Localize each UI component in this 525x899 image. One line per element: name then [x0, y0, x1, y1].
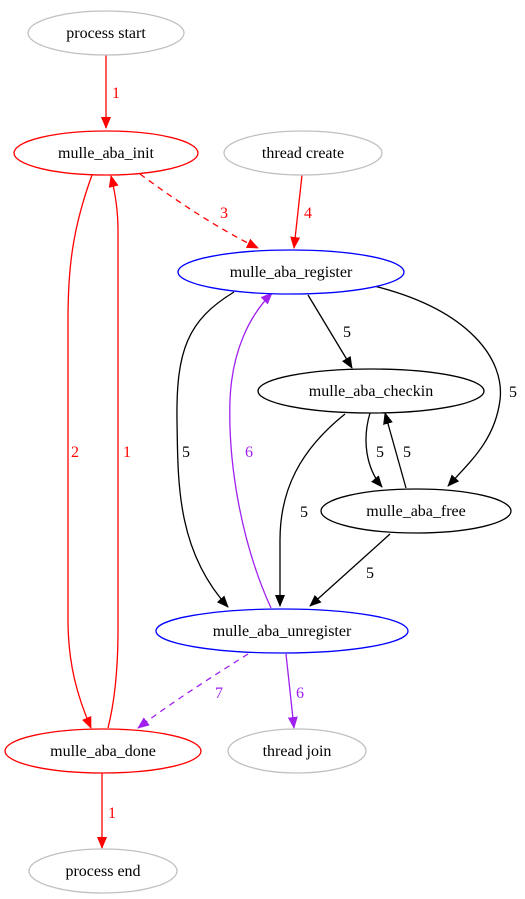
node-process-end: process end [28, 848, 178, 894]
edge-label-free-to-checkin: 5 [403, 444, 411, 461]
edge-register-to-free [373, 285, 502, 487]
edge-done-to-init [107, 175, 119, 729]
edge-label-register-to-checkin: 5 [343, 324, 351, 341]
edge-unregister-to-register [229, 292, 273, 609]
node-mulle-aba-checkin: mulle_aba_checkin [257, 368, 485, 414]
node-label-process-end: process end [65, 863, 140, 880]
edge-checkin-to-free [365, 412, 383, 488]
node-mulle-aba-free: mulle_aba_free [320, 488, 512, 534]
edge-register-to-checkin [307, 294, 353, 369]
node-mulle-aba-unregister: mulle_aba_unregister [155, 608, 409, 654]
edge-unregister-to-done [137, 653, 249, 729]
node-label-process-start: process start [66, 25, 146, 42]
edge-free-to-unregister [309, 533, 391, 607]
edge-label-free-to-unregister: 5 [366, 565, 374, 582]
node-label-mulle-aba-init: mulle_aba_init [58, 145, 155, 162]
node-label-thread-create: thread create [262, 145, 344, 162]
node-mulle-aba-register: mulle_aba_register [177, 249, 405, 295]
edge-create-to-register [290, 174, 303, 249]
edge-label-init-to-register: 3 [220, 205, 228, 222]
edge-label-init-to-done: 2 [71, 444, 79, 461]
edge-label-unregister-to-join: 6 [296, 685, 304, 702]
node-thread-join: thread join [227, 728, 367, 774]
node-label-mulle-aba-checkin: mulle_aba_checkin [309, 383, 433, 400]
edge-label-done-to-end: 1 [108, 805, 116, 822]
node-label-mulle-aba-free: mulle_aba_free [366, 503, 466, 520]
edge-label-register-to-free: 5 [509, 384, 517, 401]
edge-label-create-to-register: 4 [304, 205, 312, 222]
edge-label-unregister-to-register: 6 [245, 444, 253, 461]
edge-label-unregister-to-done: 7 [215, 685, 223, 702]
edge-label-checkin-to-free: 5 [376, 444, 384, 461]
node-process-start: process start [27, 10, 185, 56]
node-mulle-aba-init: mulle_aba_init [13, 130, 199, 176]
edge-init-to-done [67, 174, 93, 729]
edge-label-register-to-unregister: 5 [182, 444, 190, 461]
node-thread-create: thread create [223, 130, 383, 176]
edge-label-start-to-init: 1 [112, 85, 120, 102]
node-label-thread-join: thread join [263, 743, 332, 760]
node-label-mulle-aba-unregister: mulle_aba_unregister [213, 623, 352, 640]
node-mulle-aba-done: mulle_aba_done [4, 728, 202, 774]
node-label-mulle-aba-done: mulle_aba_done [50, 743, 156, 760]
edge-label-checkin-to-unregister: 5 [300, 504, 308, 521]
edge-checkin-to-unregister [275, 413, 346, 607]
node-label-mulle-aba-register: mulle_aba_register [230, 264, 353, 281]
edge-init-to-register [139, 173, 259, 249]
edge-label-done-to-init: 1 [123, 444, 131, 461]
edge-register-to-unregister [176, 291, 235, 608]
edge-unregister-to-join [285, 653, 298, 729]
edge-free-to-checkin [383, 412, 407, 489]
